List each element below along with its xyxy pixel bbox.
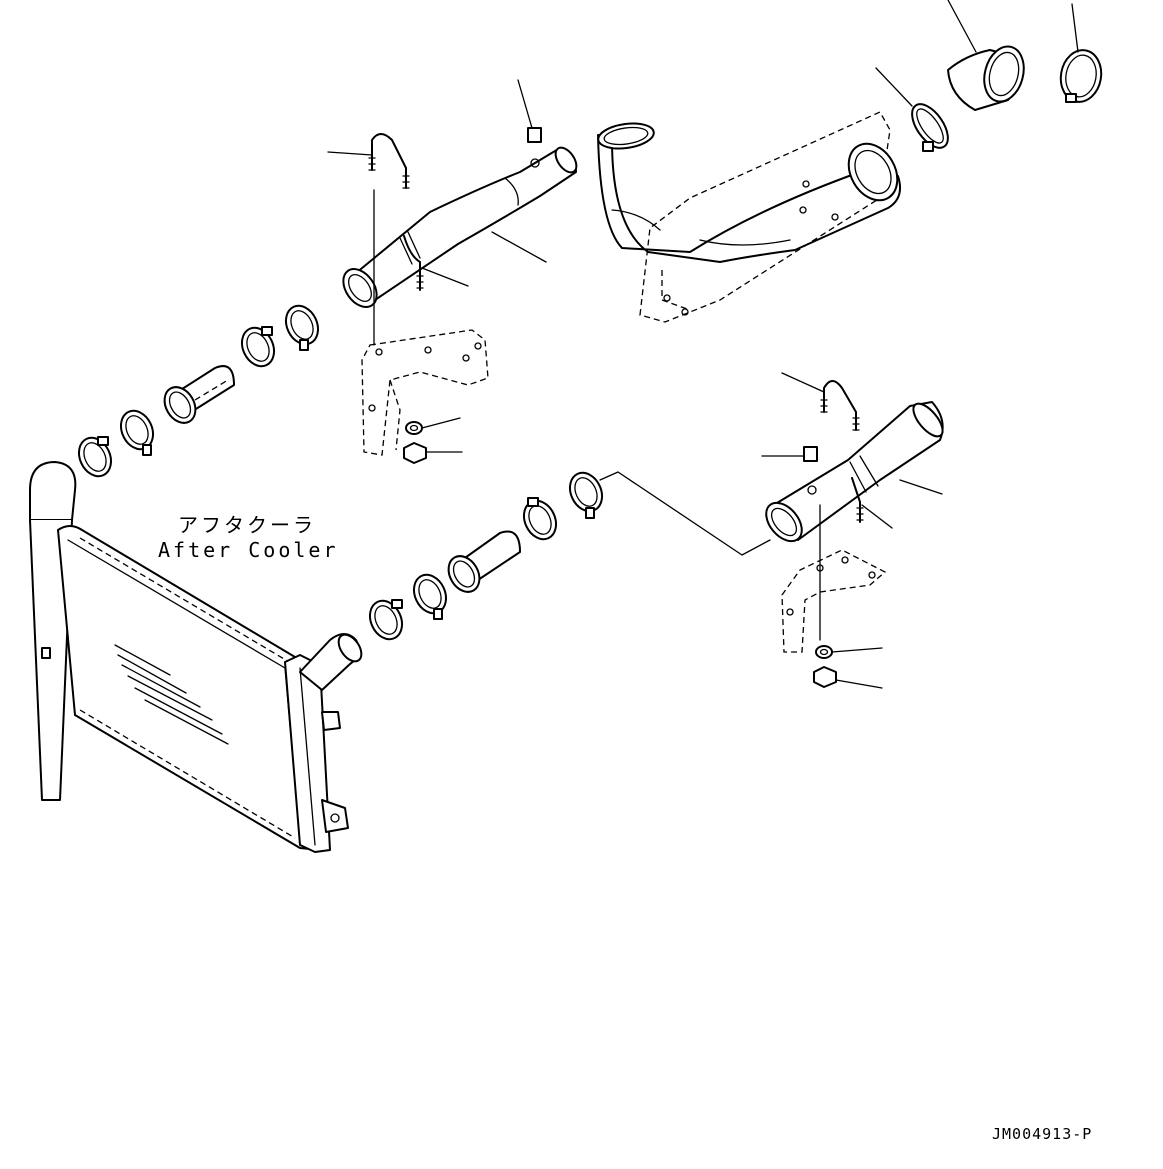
- elbow-hose: [947, 45, 1025, 111]
- after-cooler: [29, 461, 363, 853]
- drawing-code: JM004913-P: [992, 1125, 1092, 1143]
- hose-clamp: [568, 471, 604, 519]
- lower-air-tube-assembly: [765, 380, 944, 688]
- hose-clamp: [368, 599, 404, 641]
- leader-lines: [327, 0, 1079, 689]
- rubber-hose: [163, 365, 235, 424]
- after-cooler-label-jp: アフタクーラ: [178, 513, 316, 537]
- hose-clamp: [522, 497, 558, 541]
- hose-clamp: [1059, 49, 1103, 103]
- after-cooler-label-en: After Cooler: [158, 538, 339, 562]
- hose-clamp: [77, 436, 113, 478]
- upper-hose-clamp-set: [77, 304, 320, 478]
- hose-clamp: [412, 573, 448, 620]
- hose-clamp: [911, 103, 949, 152]
- lower-hose-clamp-set: [368, 471, 771, 641]
- rubber-hose: [447, 530, 521, 593]
- upper-air-tube-assembly: [342, 127, 578, 464]
- air-duct-elbow-assembly: [597, 111, 901, 323]
- hose-clamp: [284, 304, 320, 351]
- hose-clamp: [240, 326, 276, 368]
- hose-clamp: [119, 409, 155, 456]
